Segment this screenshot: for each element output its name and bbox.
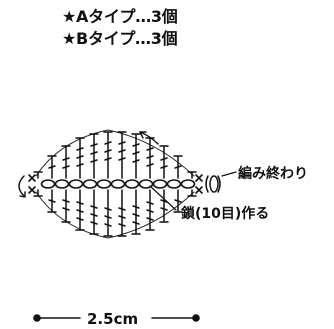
header-title: ★Aタイプ…3個 ★Bタイプ…3個 xyxy=(62,6,178,50)
chain-label: 鎖(10目)作る xyxy=(181,206,270,222)
end-loop xyxy=(205,175,221,193)
end-crosses xyxy=(28,174,203,194)
lower-stitches xyxy=(33,189,197,239)
direction-arrows xyxy=(18,131,159,198)
dimension-label: 2.5cm xyxy=(87,310,139,328)
leader-end-of-knitting xyxy=(221,171,237,177)
leader-chain xyxy=(149,185,177,211)
upper-stitches xyxy=(33,129,197,179)
header-line-b: ★Bタイプ…3個 xyxy=(62,29,178,48)
dimension-line xyxy=(33,314,200,322)
end-of-knitting-label: 編み終わり xyxy=(238,166,308,182)
chain-stitches xyxy=(40,179,196,189)
header-line-a: ★Aタイプ…3個 xyxy=(62,7,178,26)
